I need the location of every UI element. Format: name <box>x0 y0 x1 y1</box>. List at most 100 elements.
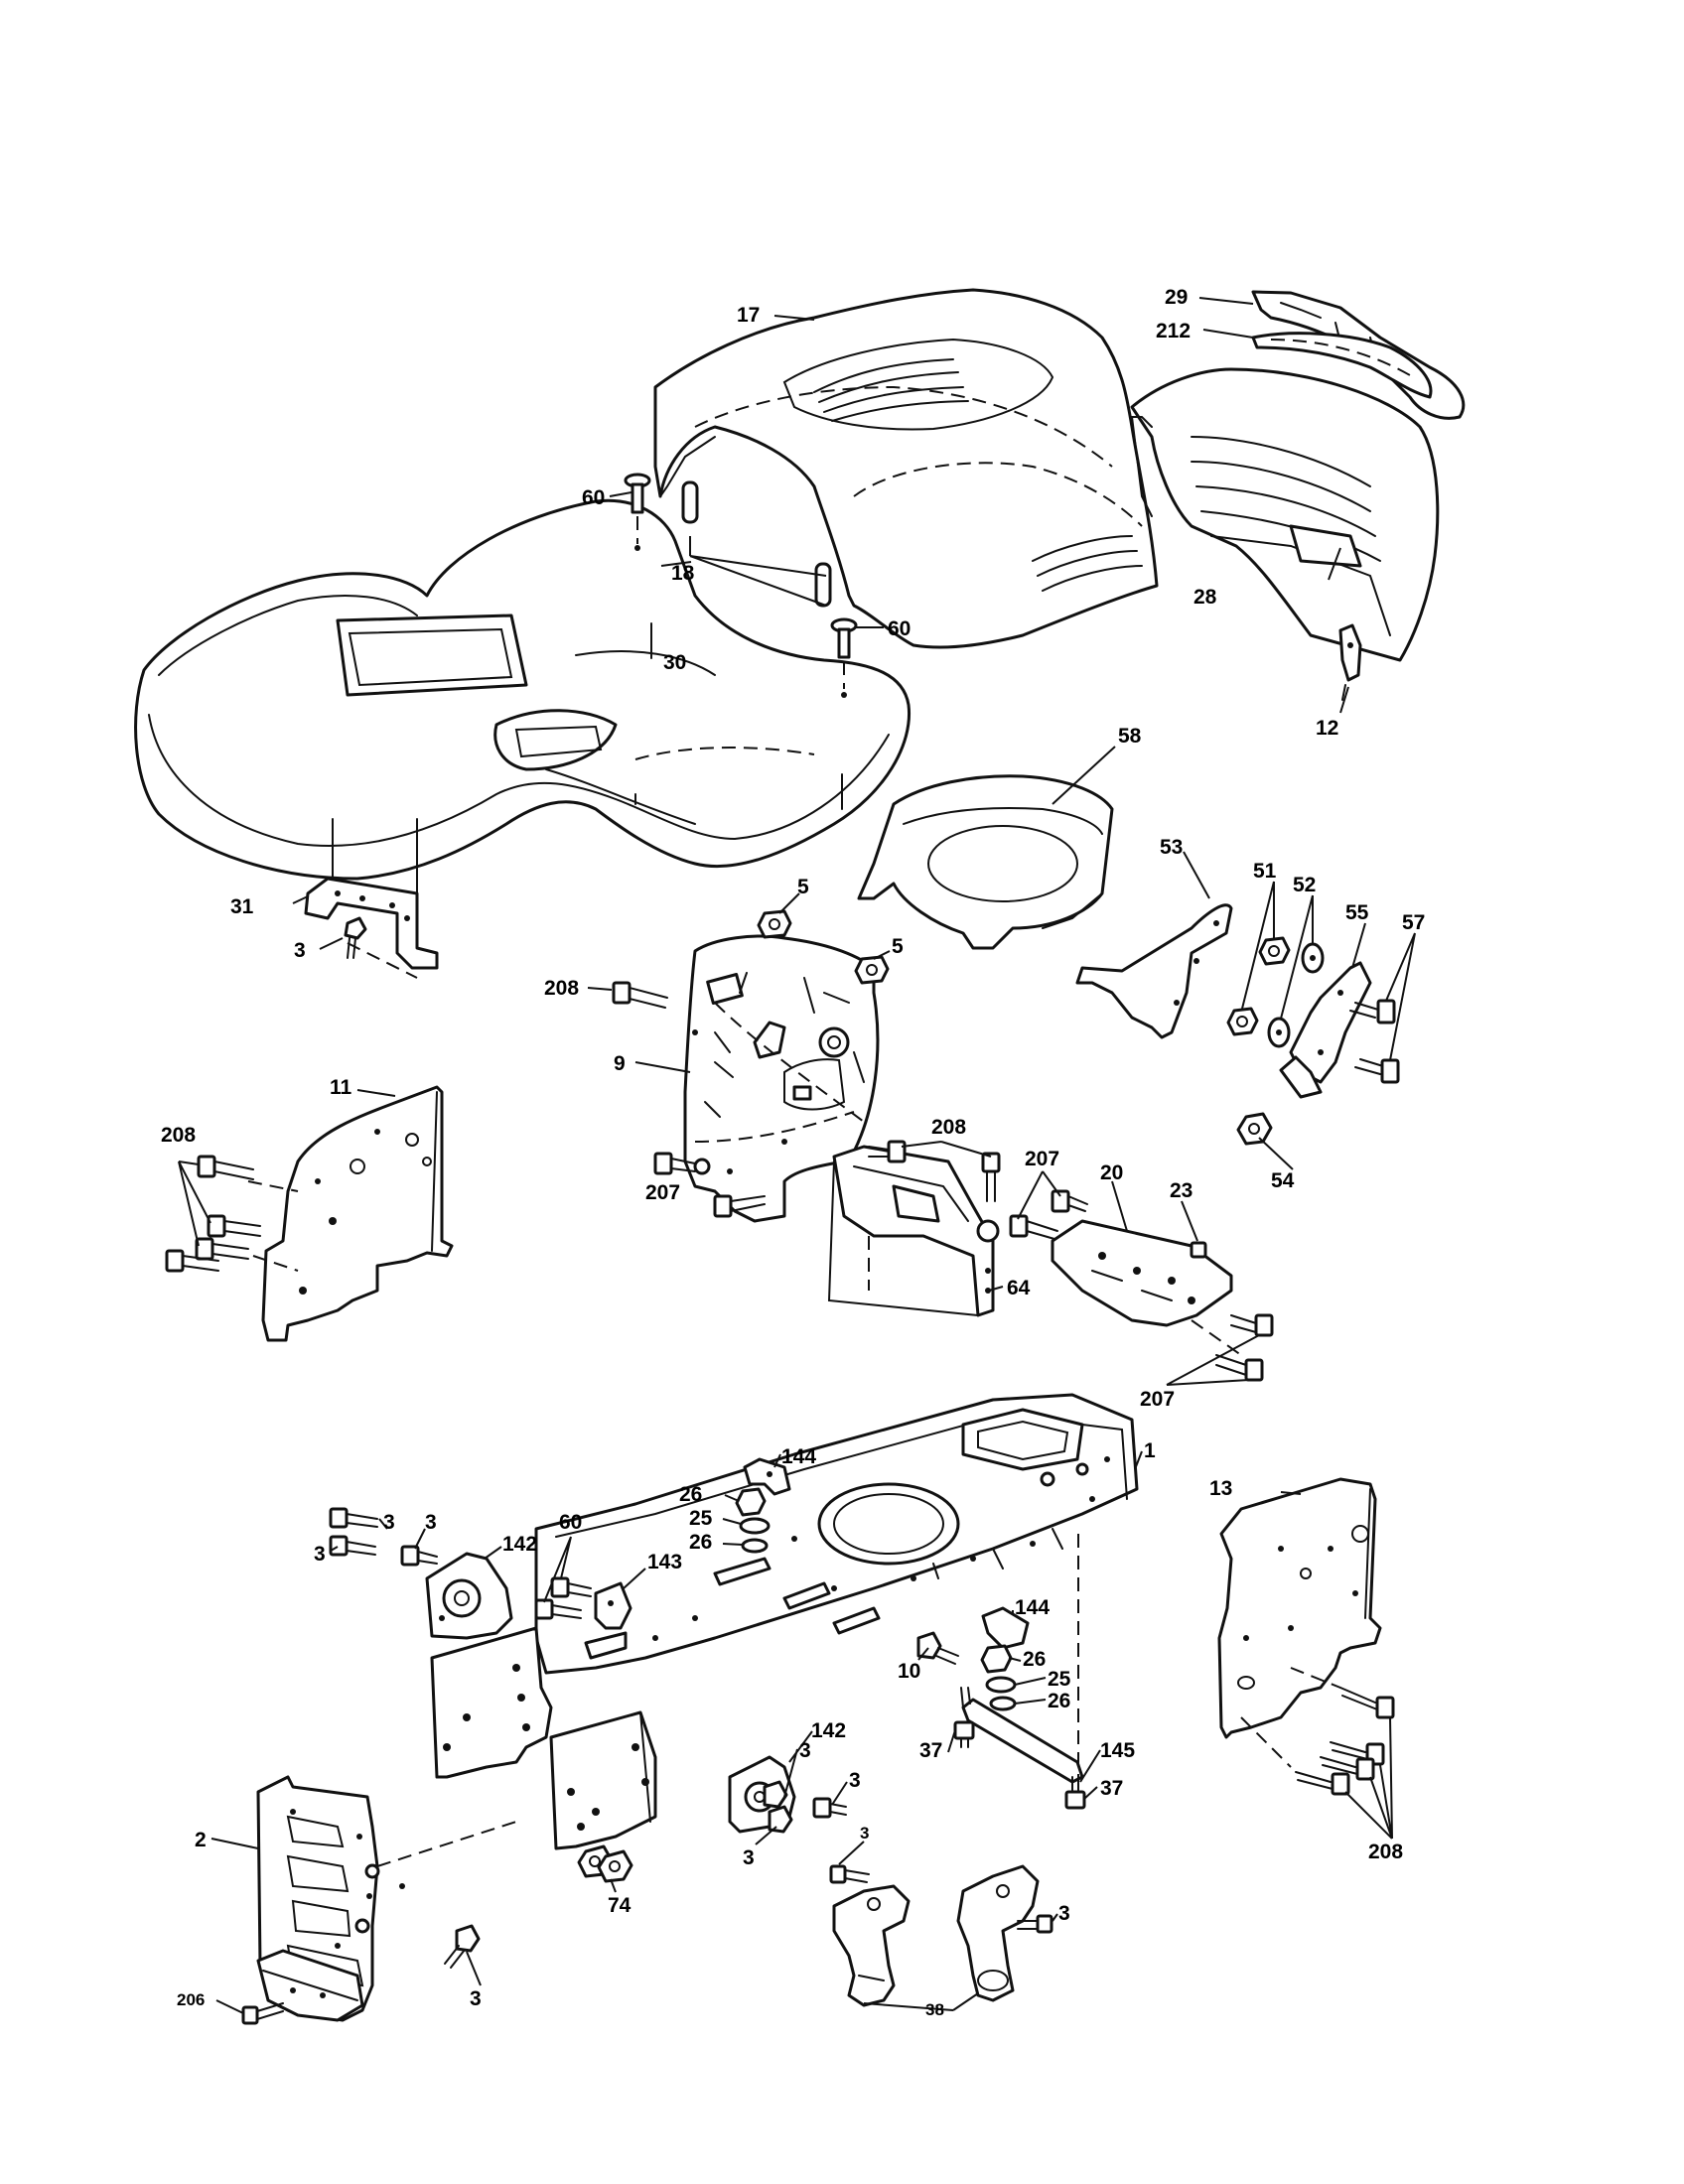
callout-208-a: 208 <box>544 977 579 1000</box>
callout-26-b: 26 <box>689 1531 712 1554</box>
bracket-part-142-a <box>425 1552 513 1640</box>
callout-55: 55 <box>1345 901 1369 924</box>
callout-142-a: 142 <box>502 1533 537 1556</box>
washer-part-25-a <box>739 1517 771 1535</box>
callout-3-a: 3 <box>294 939 306 962</box>
washer-part-52-b <box>1267 1017 1291 1048</box>
dash-panel-part-9 <box>683 934 880 1223</box>
callout-3-c: 3 <box>425 1511 437 1534</box>
callout-3-h: 3 <box>470 1987 482 2010</box>
callout-30: 30 <box>663 651 686 674</box>
callout-53: 53 <box>1160 836 1183 859</box>
callout-3-f: 3 <box>849 1769 861 1792</box>
bracket-part-144-b <box>981 1606 1030 1650</box>
nut-part-26-b <box>741 1538 769 1554</box>
bolt-part-207-c <box>1191 1313 1274 1382</box>
callout-144-b: 144 <box>1015 1596 1050 1619</box>
nut-part-54 <box>1236 1112 1273 1146</box>
callout-207-c: 207 <box>1140 1388 1175 1411</box>
bolt-part-3-bracket-38-right <box>1017 1914 1053 1934</box>
callout-212: 212 <box>1156 320 1191 342</box>
callout-5-a: 5 <box>797 876 809 898</box>
nut-part-26-d <box>989 1696 1017 1711</box>
callout-18: 18 <box>671 562 695 585</box>
fender-part-30 <box>134 498 912 881</box>
nut-part-23 <box>1190 1241 1207 1259</box>
bumper-bracket-part-2 <box>256 1775 405 2022</box>
bolts-part-3-lower <box>763 1780 847 1834</box>
bolt-part-207-b <box>1009 1189 1088 1240</box>
leader-lines <box>178 297 1416 2014</box>
washer-part-52-a <box>1301 942 1325 974</box>
callout-37-a: 37 <box>919 1739 942 1762</box>
nut-part-51-b <box>1226 1007 1259 1036</box>
frame-left-plate <box>430 1626 553 1779</box>
bolt-part-37-b <box>1064 1776 1086 1810</box>
bracket-part-31 <box>304 877 439 979</box>
callout-11: 11 <box>330 1076 352 1099</box>
callout-142-b: 142 <box>811 1719 846 1742</box>
callout-26-a: 26 <box>679 1483 702 1506</box>
bolt-part-3-front <box>444 1924 481 1969</box>
bolt-part-60-upper <box>624 473 651 551</box>
callout-145: 145 <box>1100 1739 1135 1762</box>
clip-part-12 <box>1338 623 1362 701</box>
dash-part-28 <box>1130 367 1440 662</box>
bolt-part-3-top <box>344 916 367 959</box>
callout-12: 12 <box>1316 717 1338 740</box>
nut-part-5-a <box>757 909 792 939</box>
bracket-part-53 <box>1075 903 1233 1039</box>
trim-part-212 <box>1251 332 1433 399</box>
bolt-part-10 <box>916 1631 959 1665</box>
callout-labels: 17 29 212 60 18 60 30 28 12 58 5 5 53 51… <box>161 286 1425 2019</box>
callout-208-c: 208 <box>931 1116 966 1139</box>
callout-28: 28 <box>1193 586 1217 609</box>
callout-5-b: 5 <box>892 935 904 958</box>
callout-208-d: 208 <box>1368 1841 1403 1863</box>
frame-part-1 <box>534 1393 1139 1675</box>
callout-3-i: 3 <box>860 1824 869 1843</box>
callout-3-j: 3 <box>1058 1902 1070 1925</box>
bolts-part-3-upper-left <box>329 1507 438 1567</box>
callout-17: 17 <box>737 304 760 327</box>
callout-26-d: 26 <box>1048 1690 1070 1712</box>
callout-208-b: 208 <box>161 1124 196 1147</box>
bolt-part-57-a <box>1349 999 1396 1024</box>
callout-143: 143 <box>647 1551 682 1573</box>
bracket-part-20 <box>1051 1219 1233 1327</box>
side-plate-part-11 <box>261 1085 454 1342</box>
battery-tray-part-58 <box>857 774 1114 950</box>
callout-23: 23 <box>1170 1179 1193 1202</box>
guide-line-bracket-2 <box>376 1821 517 1867</box>
callout-37-b: 37 <box>1100 1777 1123 1800</box>
bolt-part-208-c <box>868 1140 1001 1202</box>
callout-2: 2 <box>195 1829 207 1851</box>
callout-3-b: 3 <box>383 1511 395 1534</box>
bolt-part-57-b <box>1354 1058 1400 1084</box>
callout-207-b: 207 <box>1025 1148 1059 1170</box>
callout-74: 74 <box>608 1894 632 1917</box>
callout-58: 58 <box>1118 725 1142 748</box>
callout-3-e: 3 <box>799 1739 811 1762</box>
callout-54: 54 <box>1271 1169 1295 1192</box>
bolt-part-37-a <box>953 1720 975 1748</box>
callout-206: 206 <box>177 1990 205 2009</box>
callout-10: 10 <box>898 1660 920 1683</box>
bracket-part-38-left <box>832 1884 911 2007</box>
callout-3-g: 3 <box>743 1846 755 1869</box>
callout-38: 38 <box>925 2000 944 2019</box>
side-plate-part-13 <box>1217 1477 1382 1739</box>
bolts-part-208-d <box>1240 1667 1395 1796</box>
callout-26-c: 26 <box>1023 1648 1046 1671</box>
callout-64: 64 <box>1007 1277 1031 1299</box>
bracket-part-64 <box>827 1145 1000 1317</box>
callout-60-a: 60 <box>582 486 605 509</box>
callout-3-d: 3 <box>314 1543 326 1566</box>
callout-25-a: 25 <box>689 1507 713 1530</box>
bracket-part-143 <box>594 1581 632 1630</box>
hood-part-17 <box>653 288 1159 649</box>
nut-part-26-c <box>980 1644 1013 1674</box>
bolt-part-208-a <box>612 981 668 1009</box>
